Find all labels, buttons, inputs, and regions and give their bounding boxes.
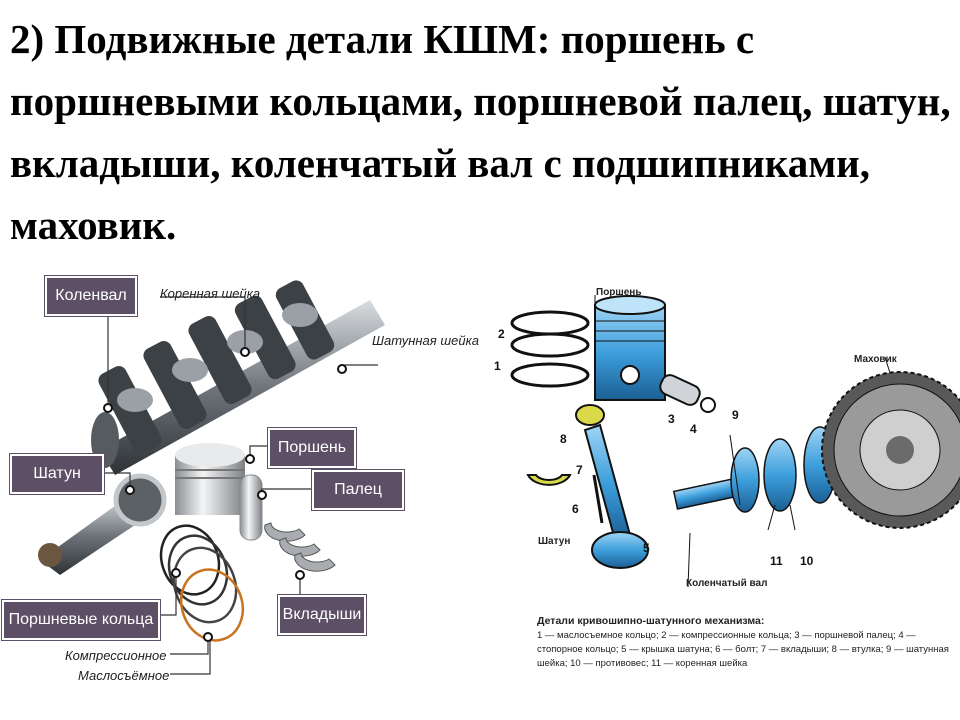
r-label-piston: Поршень xyxy=(596,287,642,298)
right-leader-lines xyxy=(594,295,891,588)
svg-text:10: 10 xyxy=(800,554,814,568)
label-rod: Шатун xyxy=(10,454,104,494)
leader-dots xyxy=(103,347,347,642)
label-pin: Палец xyxy=(312,470,404,510)
svg-text:6: 6 xyxy=(572,502,579,516)
label-piston: Поршень xyxy=(268,428,356,468)
rod-drawing xyxy=(526,404,649,569)
pin-drawing xyxy=(659,374,701,406)
diagram-caption: Детали кривошипно-шатунного механизма: 1… xyxy=(537,614,957,671)
piston-pin-shape xyxy=(239,474,263,541)
svg-text:8: 8 xyxy=(560,432,567,446)
circlip-drawing xyxy=(700,397,716,413)
label-rings: Поршневые кольца xyxy=(2,600,160,640)
svg-text:2: 2 xyxy=(498,327,505,341)
connecting-rod-shape xyxy=(38,473,167,575)
svg-text:4: 4 xyxy=(690,422,697,436)
caption-text: 1 — маслосъемное кольцо; 2 — компрессион… xyxy=(537,630,949,669)
svg-text:3: 3 xyxy=(668,412,675,426)
flywheel-drawing xyxy=(821,371,960,529)
svg-text:5: 5 xyxy=(643,541,650,555)
svg-text:9: 9 xyxy=(732,408,739,422)
label-crankshaft: Коленвал xyxy=(45,276,137,316)
rings-drawing xyxy=(510,310,590,388)
slide-title: 2) Подвижные детали КШМ: поршень с поршн… xyxy=(10,16,951,248)
label-bearings: Вкладыши xyxy=(278,595,366,635)
caption-title: Детали кривошипно-шатунного механизма: xyxy=(537,615,765,627)
piston-rings-shape xyxy=(159,524,245,642)
r-label-flywheel: Маховик xyxy=(854,354,897,365)
label-main-journal: Коренная шейка xyxy=(160,286,261,301)
piston-shape xyxy=(175,443,245,515)
svg-text:7: 7 xyxy=(576,463,583,477)
r-label-rod: Шатун xyxy=(538,536,571,547)
piston-drawing xyxy=(594,295,666,401)
r-label-crankshaft: Коленчатый вал xyxy=(686,578,768,589)
label-compression-ring: Компрессионное xyxy=(65,648,167,663)
label-oil-ring: Маслосъёмное xyxy=(78,668,170,683)
svg-text:11: 11 xyxy=(770,554,783,568)
label-rod-journal: Шатунная шейка xyxy=(372,333,479,348)
svg-text:1: 1 xyxy=(494,359,501,373)
bearing-shells-shape xyxy=(264,522,336,572)
right-kshm-illustration: 2 1 3 4 5 6 7 8 9 10 11 xyxy=(494,295,960,588)
right-numbers: 2 1 3 4 5 6 7 8 9 10 11 xyxy=(494,327,814,568)
